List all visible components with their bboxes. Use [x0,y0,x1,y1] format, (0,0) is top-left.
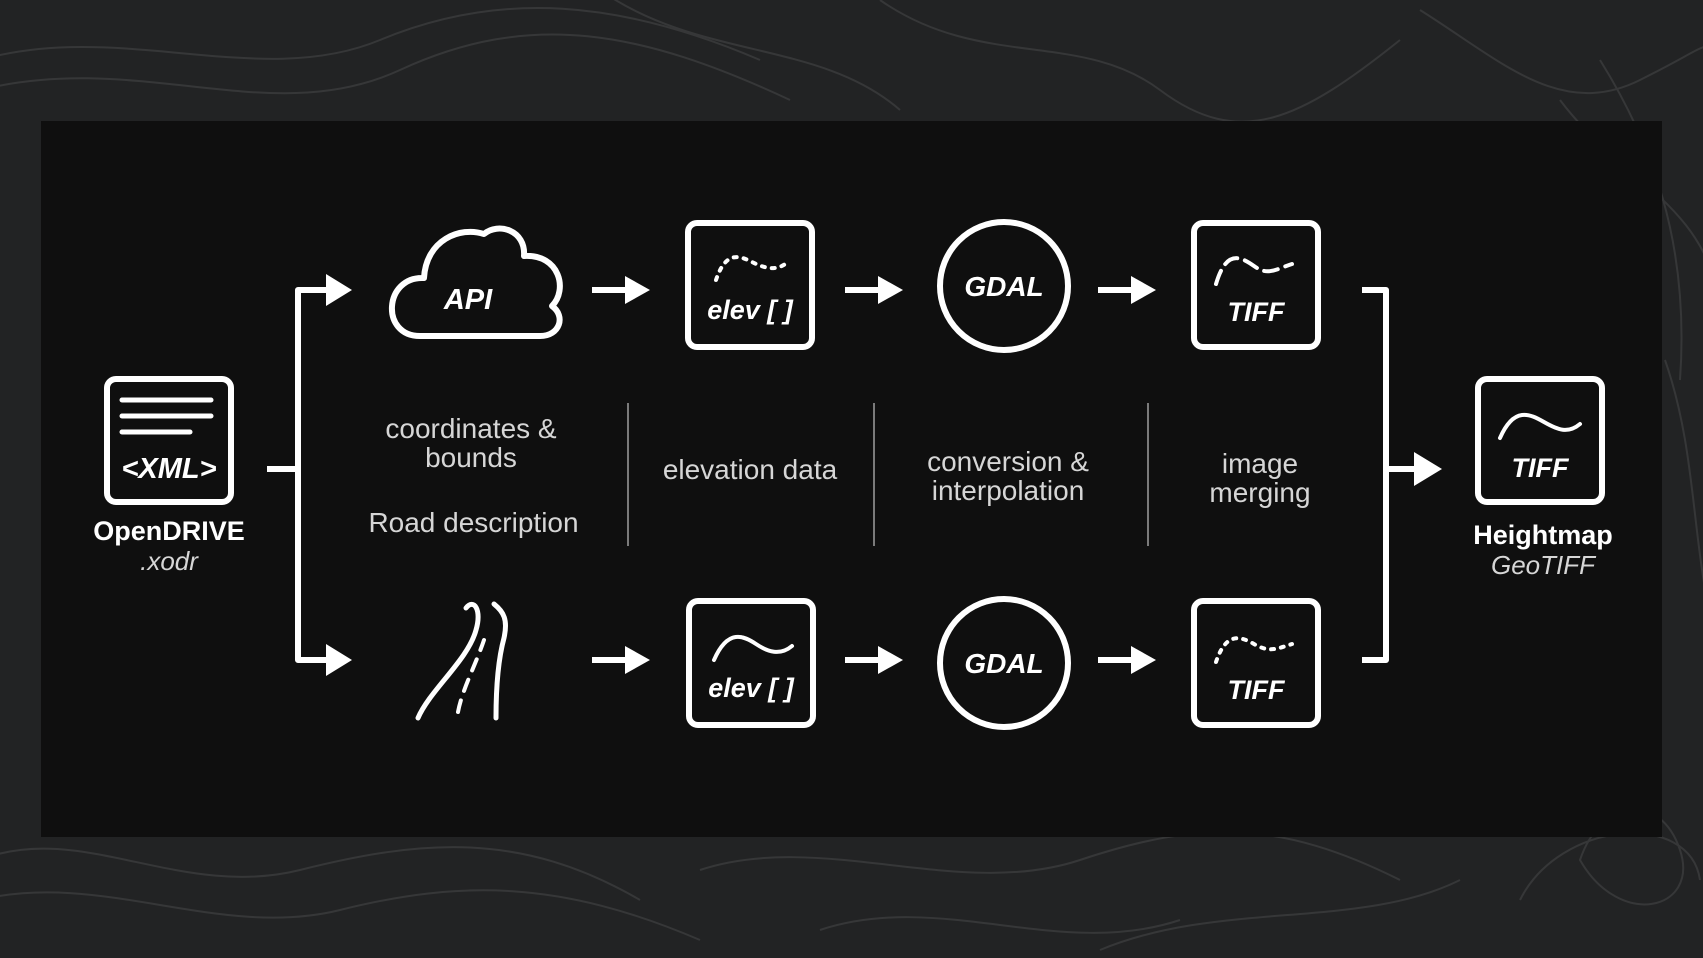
tiff-top-text: TIFF [1228,297,1286,327]
gdal-icon-top: GDAL [937,219,1071,353]
elevation-array-icon-top: elev [ ] [685,220,815,350]
arrowhead-top-fork [326,274,352,306]
xml-icon-text: <XML> [121,453,216,485]
diagram-panel [41,121,1662,837]
stage1-bottom-caption: Road description [368,507,579,538]
tiff-bottom-text: TIFF [1228,675,1286,705]
separator-2 [873,403,875,546]
output-tiff-text: TIFF [1512,453,1570,483]
gdal-top-text: GDAL [964,271,1043,302]
merge-connector [1362,287,1416,663]
road-icon [415,601,509,721]
output-title: Heightmap [1473,520,1613,550]
arrowheads-bottom-row [625,646,1156,674]
output-subtitle: GeoTIFF [1490,550,1595,580]
separator-3 [1147,403,1149,546]
stage2-caption: elevation data [662,454,838,485]
tiff-icon-top: TIFF [1191,220,1321,350]
elev-top-text: elev [ ] [707,295,794,325]
source-title: OpenDRIVE [93,516,245,546]
gdal-bottom-text: GDAL [964,648,1043,679]
elevation-array-icon-bottom: elev [ ] [686,598,816,728]
tiff-icon-bottom: TIFF [1191,598,1321,728]
gdal-icon-bottom: GDAL [937,596,1071,730]
elev-bottom-text: elev [ ] [708,673,795,703]
arrowhead-bottom-fork [326,644,352,676]
stage3-caption: conversion & interpolation [927,446,1089,506]
output-tiff-icon: TIFF [1475,376,1605,505]
cloud-api-text: API [443,284,493,316]
cloud-api-icon: API [389,225,563,339]
arrowheads-top-row [625,276,1156,304]
fork-connector [267,287,328,663]
source-subtitle: .xodr [140,546,198,576]
xml-document-icon: <XML> [104,376,234,505]
stage4-caption: image merging [1209,448,1311,508]
arrowhead-merge [1414,452,1442,486]
separator-1 [627,403,629,546]
stage1-top-caption: coordinates & bounds [385,413,557,473]
